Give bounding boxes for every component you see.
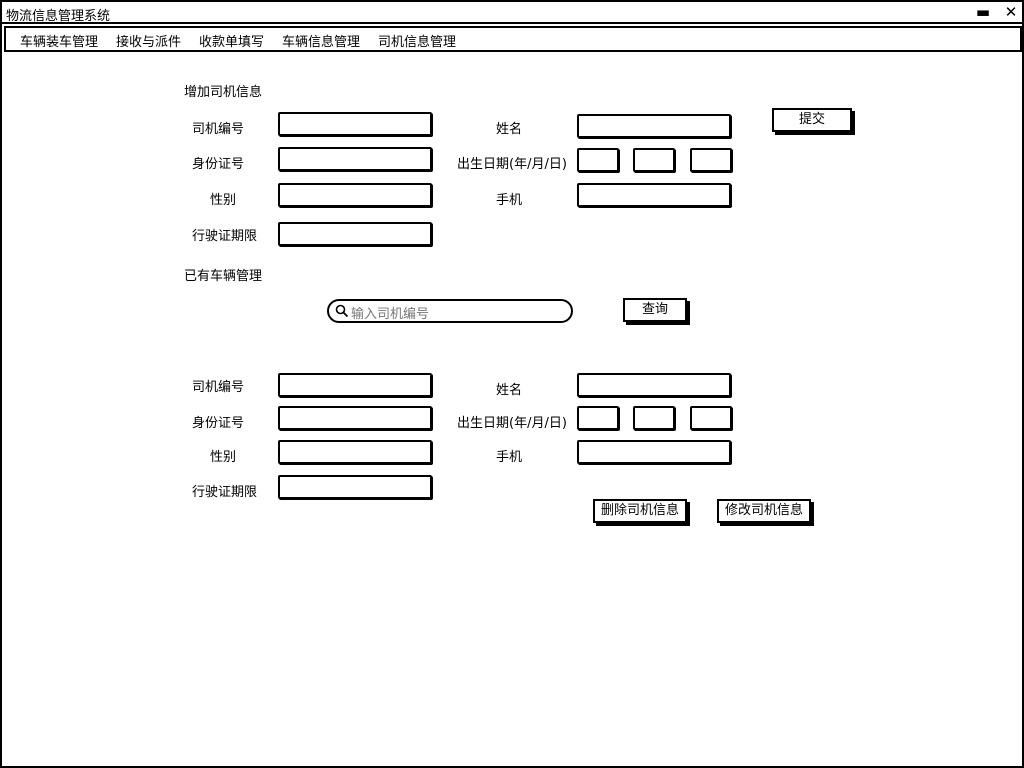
add-name-field[interactable]: [577, 114, 731, 138]
add-birth-day-field[interactable]: [690, 148, 732, 172]
menu-vehicle-loading[interactable]: 车辆装车管理: [20, 35, 99, 50]
manage-name-label: 姓名: [496, 383, 523, 398]
add-license-period-label: 行驶证期限: [192, 229, 258, 244]
manage-license-period-field[interactable]: [278, 475, 432, 499]
add-phone-label: 手机: [496, 193, 523, 208]
add-phone-field[interactable]: [577, 183, 731, 207]
manage-birth-year-field[interactable]: [577, 406, 619, 430]
menu-payment-form[interactable]: 收款单填写: [199, 35, 265, 50]
manage-gender-field[interactable]: [278, 440, 432, 464]
add-name-label: 姓名: [496, 122, 523, 137]
add-id-card-field[interactable]: [278, 147, 432, 171]
manage-name-field[interactable]: [577, 373, 731, 397]
add-license-period-field[interactable]: [278, 222, 432, 246]
manage-license-period-label: 行驶证期限: [192, 485, 258, 500]
title-bar: 物流信息管理系统 ▬ ✕: [2, 2, 1022, 24]
add-birth-month-field[interactable]: [633, 148, 675, 172]
submit-button[interactable]: 提交: [772, 108, 852, 132]
delete-driver-button[interactable]: 删除司机信息: [593, 499, 687, 523]
close-button[interactable]: ✕: [1004, 3, 1018, 21]
manage-phone-field[interactable]: [577, 440, 731, 464]
search-placeholder: 输入司机编号: [351, 307, 430, 322]
window-title: 物流信息管理系统: [6, 9, 111, 24]
manage-gender-label: 性别: [210, 450, 237, 465]
menu-receive-dispatch[interactable]: 接收与派件: [116, 35, 182, 50]
manage-birth-month-field[interactable]: [633, 406, 675, 430]
add-gender-field[interactable]: [278, 183, 432, 207]
add-driver-id-label: 司机编号: [192, 122, 245, 137]
menu-vehicle-info[interactable]: 车辆信息管理: [282, 35, 361, 50]
manage-driver-id-label: 司机编号: [192, 380, 245, 395]
manage-birth-day-field[interactable]: [690, 406, 732, 430]
add-birth-date-label: 出生日期(年/月/日): [457, 157, 567, 172]
manage-birth-date-label: 出生日期(年/月/日): [457, 416, 567, 431]
menu-bar: 车辆装车管理 接收与派件 收款单填写 车辆信息管理 司机信息管理: [4, 26, 1022, 52]
search-icon: [335, 304, 349, 318]
query-button[interactable]: 查询: [623, 298, 687, 322]
manage-id-card-label: 身份证号: [192, 416, 245, 431]
manage-id-card-field[interactable]: [278, 406, 432, 430]
minimize-button[interactable]: ▬: [975, 3, 991, 21]
add-id-card-label: 身份证号: [192, 157, 245, 172]
search-input[interactable]: 输入司机编号: [327, 299, 573, 323]
add-birth-year-field[interactable]: [577, 148, 619, 172]
modify-driver-button[interactable]: 修改司机信息: [717, 499, 811, 523]
manage-section-title: 已有车辆管理: [184, 269, 263, 284]
add-gender-label: 性别: [210, 193, 237, 208]
manage-phone-label: 手机: [496, 450, 523, 465]
add-section-title: 增加司机信息: [184, 85, 263, 100]
menu-driver-info[interactable]: 司机信息管理: [378, 35, 457, 50]
manage-driver-id-field[interactable]: [278, 373, 432, 397]
add-driver-id-field[interactable]: [278, 112, 432, 136]
